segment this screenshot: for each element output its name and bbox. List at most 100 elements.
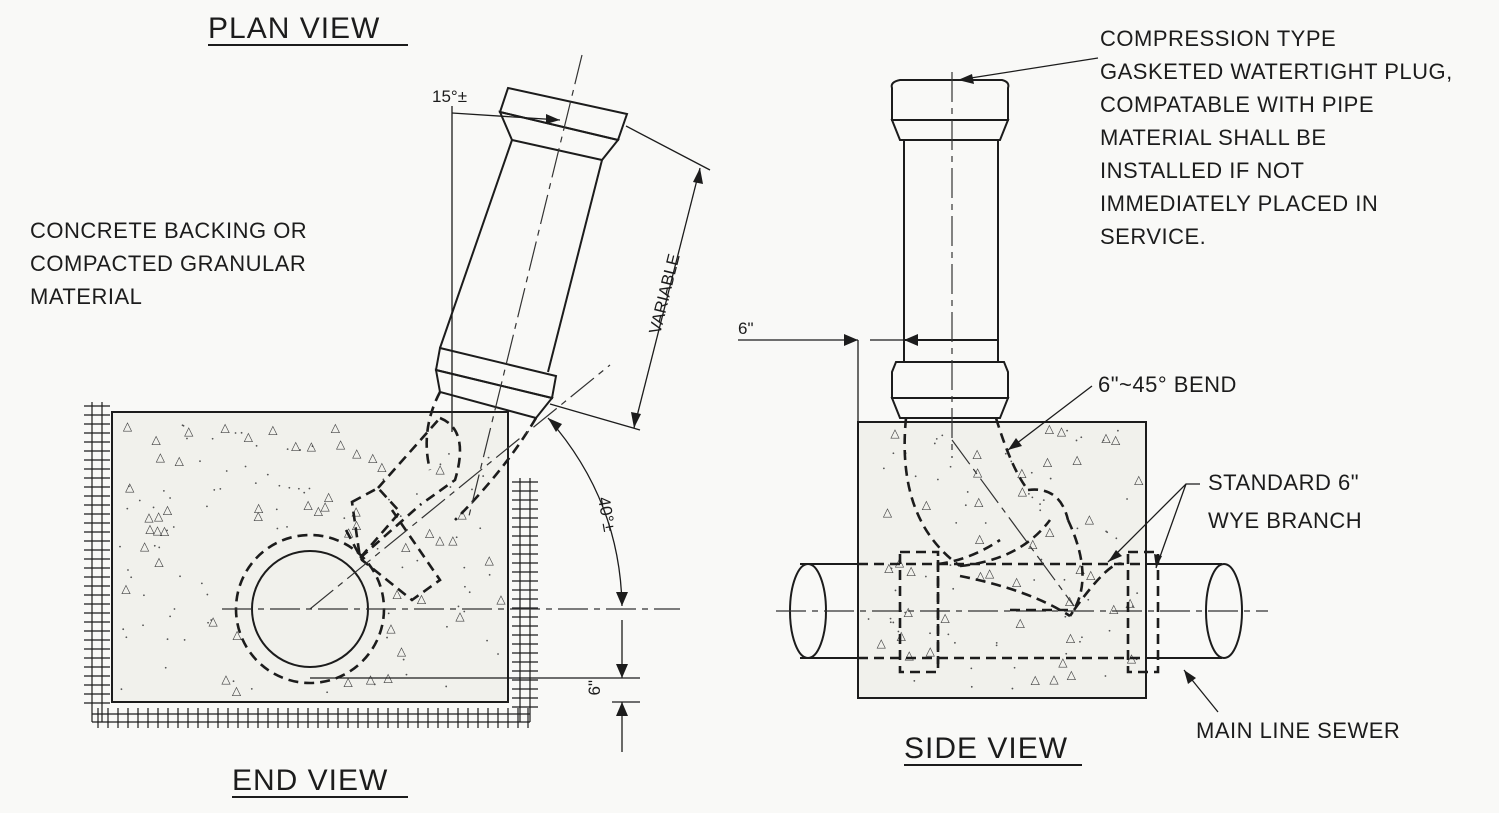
aggregate-dot <box>373 683 376 686</box>
aggregate-dot <box>1075 439 1078 442</box>
aggregate-mark: △ <box>184 424 194 438</box>
angle-15-label: 15°± <box>432 87 467 106</box>
aggregate-dot <box>1105 530 1108 533</box>
aggregate-dot <box>448 453 450 455</box>
main-line-leader-arrow <box>1184 670 1196 684</box>
aggregate-mark: △ <box>366 672 376 686</box>
aggregate-dot <box>1011 687 1014 690</box>
aggregate-dot <box>894 589 897 592</box>
aggregate-mark: △ <box>1085 512 1095 526</box>
aggregate-mark: △ <box>244 429 254 443</box>
aggregate-dot <box>882 467 885 470</box>
aggregate-mark: △ <box>877 636 887 650</box>
aggregate-dot <box>234 432 237 434</box>
aggregate-dot <box>166 529 168 532</box>
aggregate-dot <box>867 618 870 620</box>
aggregate-dot <box>1131 605 1134 608</box>
aggregate-dot <box>449 486 452 488</box>
aggregate-mark: △ <box>352 446 362 460</box>
aggregate-dot <box>1108 629 1111 632</box>
aggregate-mark: △ <box>254 509 264 523</box>
aggregate-dot <box>130 576 133 579</box>
aggregate-dot <box>311 445 314 448</box>
aggregate-mark: △ <box>985 566 995 580</box>
aggregate-dot <box>254 482 257 484</box>
aggregate-dot <box>386 636 388 639</box>
angle-15-arrow <box>546 114 560 124</box>
aggregate-mark: △ <box>1125 596 1135 610</box>
aggregate-mark: △ <box>1109 601 1119 615</box>
aggregate-dot <box>152 506 155 509</box>
aggregate-dot <box>232 680 235 683</box>
aggregate-dot <box>186 437 188 440</box>
aggregate-dot <box>288 486 291 489</box>
aggregate-dot <box>219 488 222 490</box>
aggregate-dot <box>933 442 936 445</box>
aggregate-dot <box>1081 636 1083 639</box>
aggregate-dot <box>225 470 228 472</box>
aggregate-dot <box>929 632 931 635</box>
soil-hatch-right <box>512 478 538 722</box>
aggregate-mark: △ <box>1031 672 1041 686</box>
backing-note-line-3: MATERIAL <box>30 284 142 309</box>
aggregate-mark: △ <box>344 525 354 539</box>
aggregate-dot <box>486 639 488 642</box>
aggregate-dot <box>482 475 485 477</box>
aggregate-dot <box>326 691 329 694</box>
aggregate-mark: △ <box>975 531 985 545</box>
concrete-backing-end-view <box>111 411 509 703</box>
aggregate-dot <box>995 644 998 647</box>
aggregate-mark: △ <box>163 503 173 517</box>
aggregate-dot <box>949 465 952 468</box>
aggregate-mark: △ <box>1016 615 1026 629</box>
side-view-title: SIDE VIEW <box>904 732 1068 765</box>
aggregate-dot <box>126 507 129 510</box>
angle-40-arrow-top <box>548 418 562 432</box>
aggregate-mark: △ <box>890 426 900 440</box>
aggregate-mark: △ <box>1028 537 1038 551</box>
wye-note-line-1: STANDARD 6" <box>1208 470 1359 495</box>
aggregate-dot <box>1030 471 1033 474</box>
aggregate-mark: △ <box>121 581 131 595</box>
aggregate-mark: △ <box>906 564 916 578</box>
soil-hatch-bottom <box>92 708 530 728</box>
aggregate-mark: △ <box>145 521 155 535</box>
aggregate-dot <box>127 569 129 571</box>
aggregate-dot <box>487 456 490 459</box>
angle-40-arrow-bottom <box>616 592 628 606</box>
aggregate-dot <box>169 497 171 499</box>
aggregate-dot <box>278 484 281 487</box>
aggregate-dot <box>952 587 955 590</box>
aggregate-dot <box>964 504 967 507</box>
aggregate-mark: △ <box>125 480 135 494</box>
aggregate-dot <box>162 489 165 492</box>
bedding-arrow-bottom <box>616 702 628 716</box>
aggregate-dot <box>445 685 448 688</box>
aggregate-dot <box>199 460 201 463</box>
aggregate-dot <box>947 633 950 636</box>
aggregate-dot <box>1042 499 1045 501</box>
aggregate-dot <box>904 611 907 614</box>
angle-40-label: 40°± <box>594 495 619 533</box>
aggregate-mark: △ <box>392 587 402 601</box>
aggregate-dot <box>1010 460 1013 463</box>
aggregate-dot <box>200 582 203 585</box>
aggregate-dot <box>1039 503 1041 506</box>
aggregate-dot <box>1049 477 1052 480</box>
aggregate-mark: △ <box>377 460 387 474</box>
aggregate-mark: △ <box>336 437 346 451</box>
offset-arrow-right <box>904 334 918 346</box>
aggregate-dot <box>1063 578 1066 581</box>
wye-leader-2 <box>1155 483 1187 569</box>
aggregate-dot <box>479 527 482 530</box>
aggregate-dot <box>164 666 167 669</box>
aggregate-dot <box>376 547 379 550</box>
aggregate-dot <box>213 489 216 491</box>
aggregate-dot <box>446 625 448 628</box>
aggregate-dot <box>266 473 269 476</box>
aggregate-marks-end-view: △△△△△△△△△△△△△△△△△△△△△△△△△△△△△△△△△△△△△△△△… <box>119 419 506 698</box>
aggregate-dot <box>416 559 419 562</box>
variable-dim-line <box>633 167 701 429</box>
aggregate-mark: △ <box>232 684 242 698</box>
aggregate-mark: △ <box>425 525 435 539</box>
